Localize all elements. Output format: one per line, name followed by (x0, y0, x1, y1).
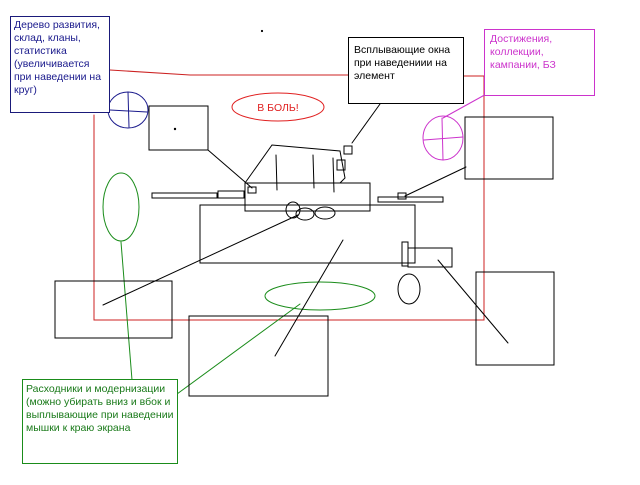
battle-button-outline (231, 92, 325, 122)
popup-windows-note: Всплывающие окна при наведениии на элеме… (348, 37, 464, 104)
turret-sensor-2 (336, 159, 346, 171)
magenta-circle-menu (422, 91, 491, 161)
wheel-3 (314, 206, 336, 220)
barrel-left (275, 154, 278, 191)
left-side-bar (151, 192, 218, 199)
bottom-green-ellipse (264, 281, 376, 311)
top-left-panel (148, 105, 209, 151)
right-vertical-handle (401, 241, 409, 267)
barrel-right (332, 157, 335, 193)
line-module-to-right-panel (437, 259, 509, 344)
consumables-note: Расходники и модернизации (можно убирать… (22, 379, 178, 464)
right-side-bar (377, 196, 444, 203)
achievements-note: Достижения, коллекции, кампании, БЗ (484, 29, 595, 96)
hull-left-block (217, 190, 245, 199)
battle-button-label: В БОЛЬ! (257, 102, 299, 114)
tank-hull (199, 204, 416, 264)
barrel-mid (312, 154, 315, 189)
stray-dot-top (260, 29, 264, 33)
left-green-ellipse (102, 172, 140, 242)
wheel-1 (285, 201, 301, 219)
right-top-panel (464, 116, 554, 180)
line-panel-to-marker (207, 149, 253, 189)
line-center-bottom-to-hull (274, 239, 344, 357)
wheel-2 (295, 207, 315, 221)
line-left-bottom-to-hull (102, 214, 299, 306)
center-bottom-panel (188, 315, 329, 397)
frame-top-line (109, 69, 349, 76)
right-bottom-panel (475, 271, 555, 366)
line-right-panel-to-bar (404, 166, 467, 197)
green-connector-left (120, 241, 133, 381)
tech-tree-note: Дерево развития, склад, кланы, статистик… (10, 16, 110, 113)
turret-sensor-1 (343, 145, 353, 155)
green-connector-bottom (176, 303, 301, 395)
garage-frame-outline (93, 75, 485, 321)
left-bottom-panel (54, 280, 173, 339)
blue-circle-menu (107, 91, 149, 129)
stray-dot (173, 127, 177, 131)
tank-body (244, 182, 371, 212)
small-marker-left (247, 186, 257, 194)
line-popup-to-turret (351, 103, 381, 144)
tank-turret (244, 144, 346, 184)
right-knob (397, 273, 421, 305)
